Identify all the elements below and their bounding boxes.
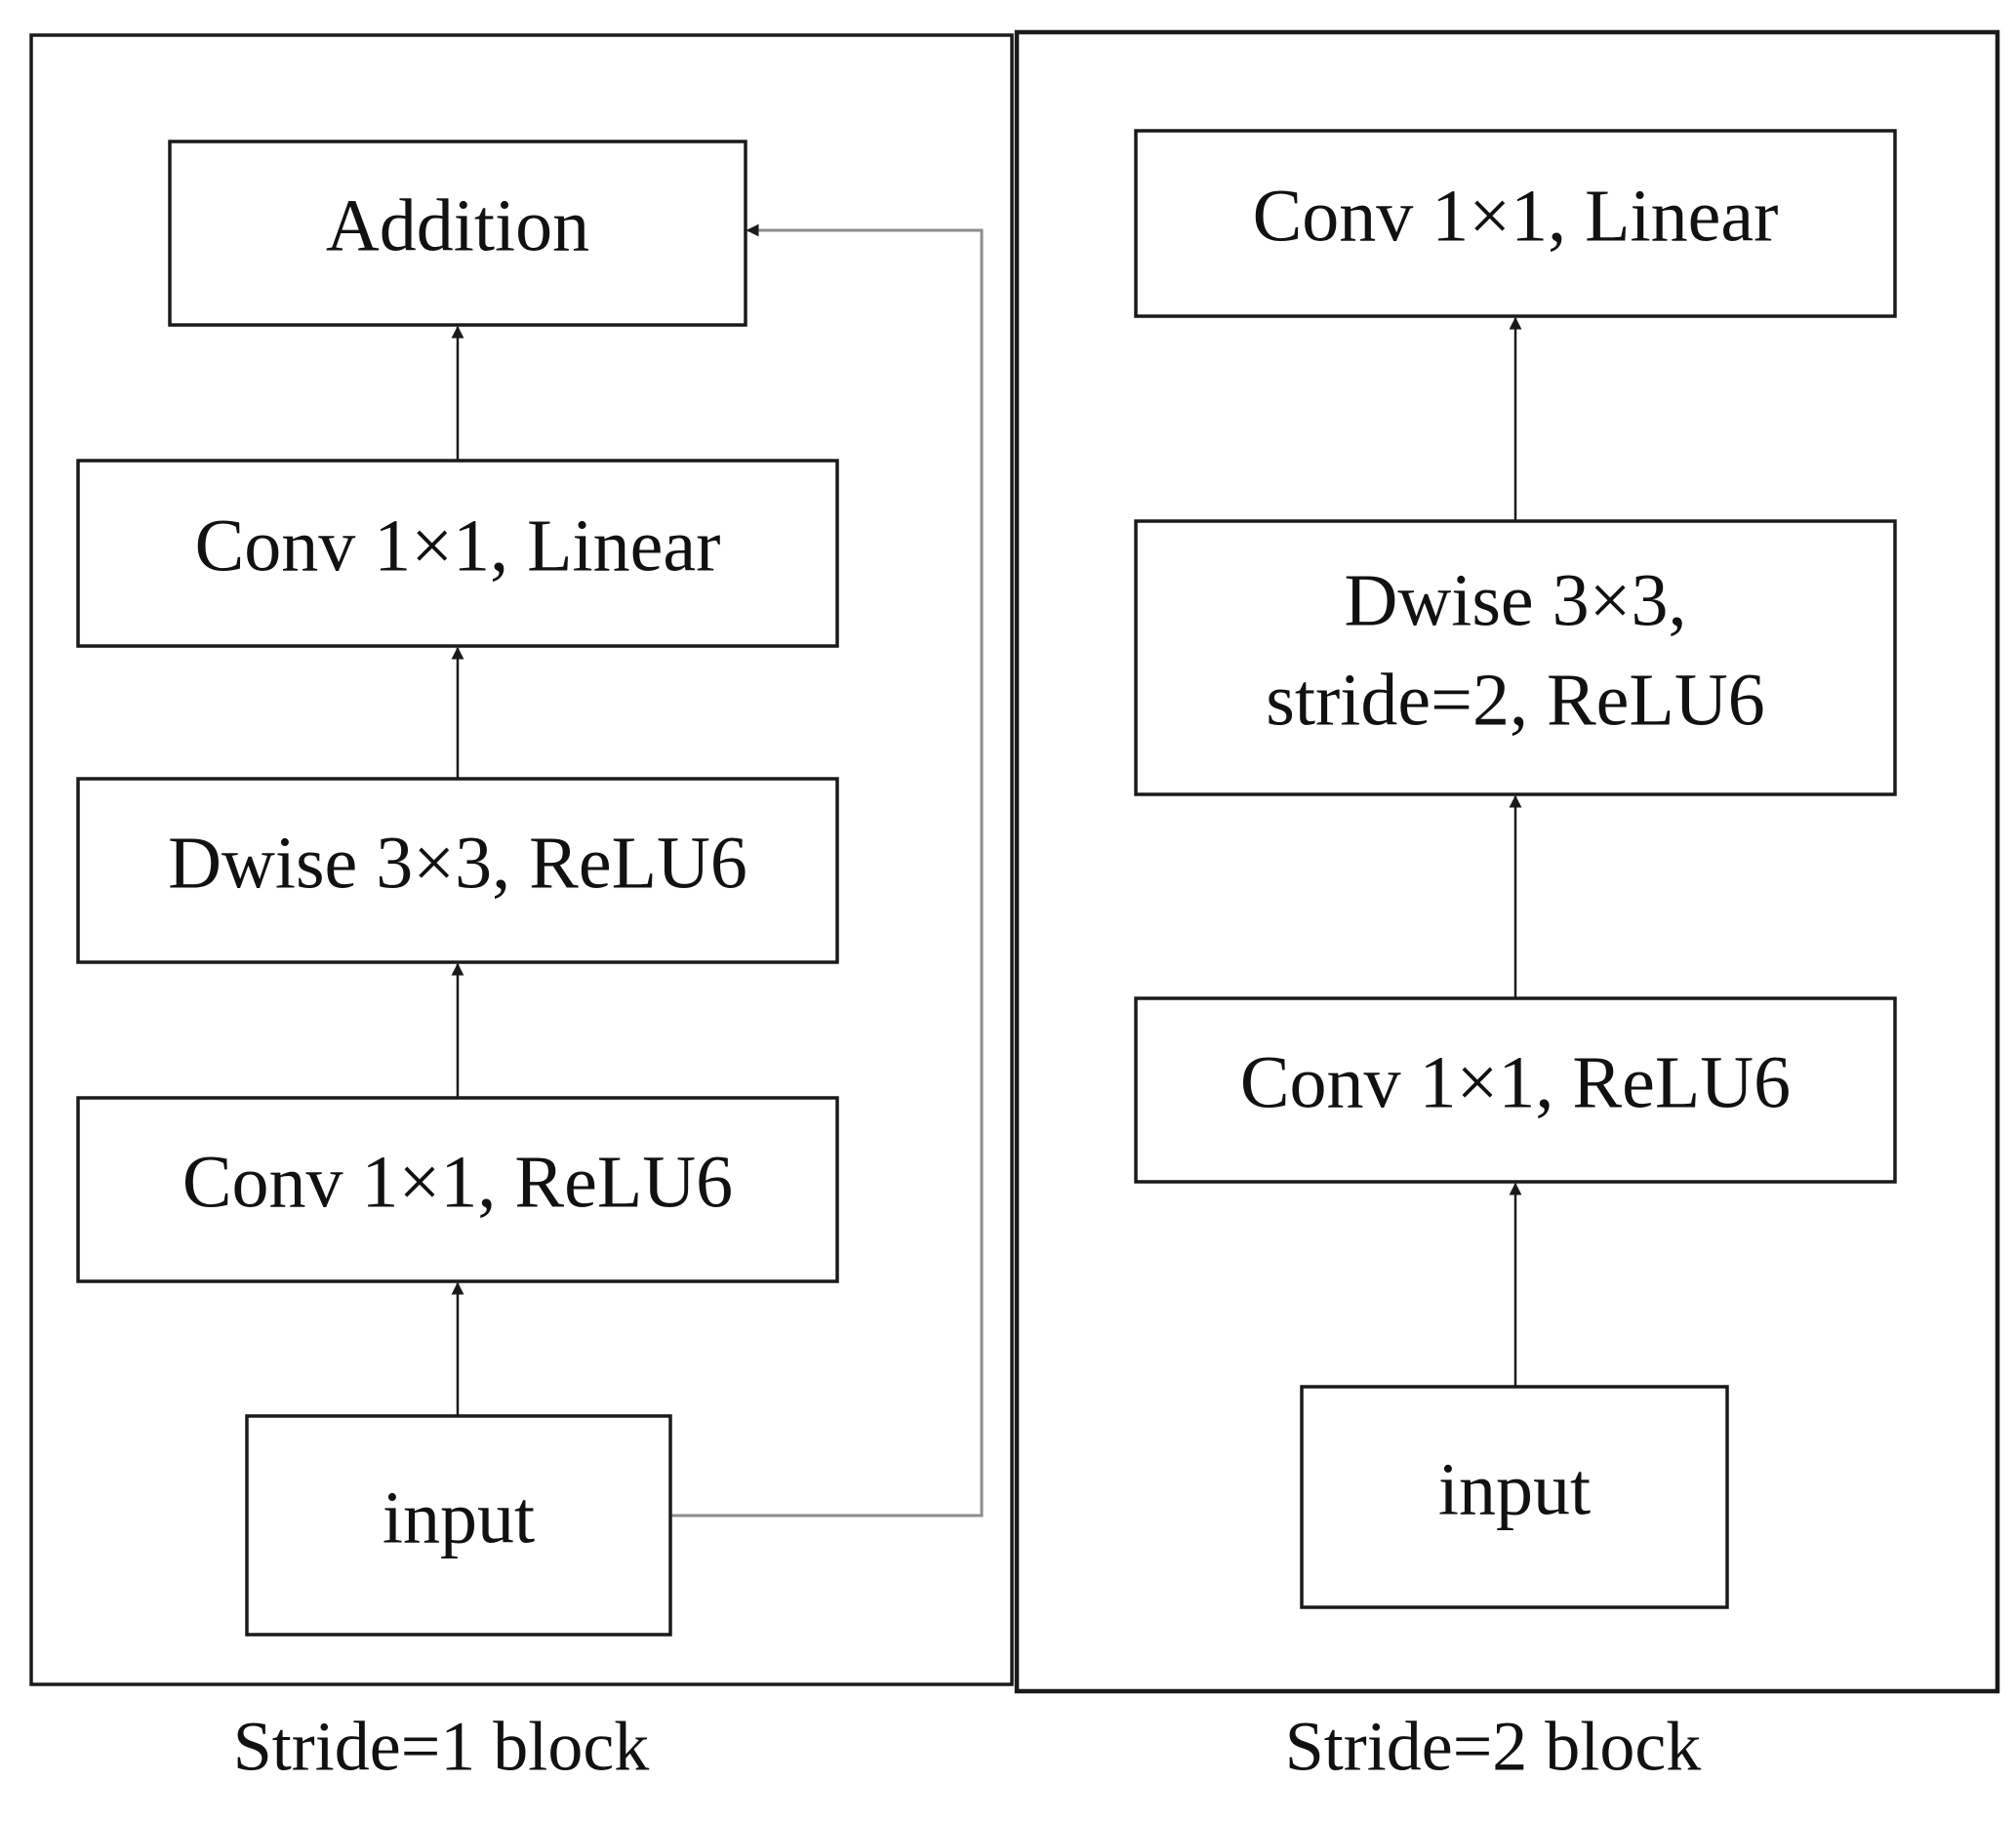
node-label-s2-conv-relu6: Conv 1×1, ReLU6 <box>1240 1041 1791 1123</box>
edge-skip-s1-input-to-s1-addition <box>670 223 984 1518</box>
panel-stride2-caption: Stride=2 block <box>1285 1708 1702 1786</box>
node-label-s2-conv-linear: Conv 1×1, Linear <box>1253 175 1779 257</box>
node-label-s2-dwise-line1: Dwise 3×3, <box>1344 559 1686 641</box>
node-label-s1-conv-linear: Conv 1×1, Linear <box>195 505 721 587</box>
node-box-s1-conv-linear <box>76 459 839 648</box>
node-s1-input: input <box>245 1414 672 1637</box>
node-s1-conv-linear: Conv 1×1, Linear <box>76 459 839 648</box>
panel-stride1-frame <box>29 33 1014 1686</box>
node-s1-addition: Addition <box>168 140 747 327</box>
node-label-s2-dwise-line2: stride=2, ReLU6 <box>1266 659 1764 741</box>
node-box-s1-conv-relu6 <box>76 1096 839 1283</box>
node-label-s1-dwise: Dwise 3×3, ReLU6 <box>168 822 747 904</box>
node-s2-conv-linear: Conv 1×1, Linear <box>1134 129 1897 318</box>
node-s2-conv-relu6: Conv 1×1, ReLU6 <box>1134 996 1897 1184</box>
node-box-s2-dwise <box>1134 519 1897 796</box>
node-label-s1-input: input <box>383 1477 535 1558</box>
node-s1-conv-relu6: Conv 1×1, ReLU6 <box>76 1096 839 1283</box>
node-label-s1-addition: Addition <box>326 184 589 266</box>
node-box-s2-conv-relu6 <box>1134 996 1897 1184</box>
node-box-s2-conv-linear <box>1134 129 1897 318</box>
panel-stride1-caption: Stride=1 block <box>233 1708 650 1786</box>
node-s2-input: input <box>1300 1385 1729 1609</box>
panel-stride2-frame <box>1014 29 2000 1694</box>
node-s2-dwise: Dwise 3×3, stride=2, ReLU6 <box>1134 519 1897 796</box>
node-box-s1-input <box>245 1414 672 1637</box>
node-box-s1-addition <box>168 140 747 327</box>
node-box-s1-dwise <box>76 777 839 964</box>
node-box-s2-input <box>1300 1385 1729 1609</box>
node-label-s1-conv-relu6: Conv 1×1, ReLU6 <box>182 1141 733 1223</box>
edges-layer <box>451 223 1522 1518</box>
node-s1-dwise: Dwise 3×3, ReLU6 <box>76 777 839 964</box>
node-label-s2-input: input <box>1438 1448 1591 1530</box>
